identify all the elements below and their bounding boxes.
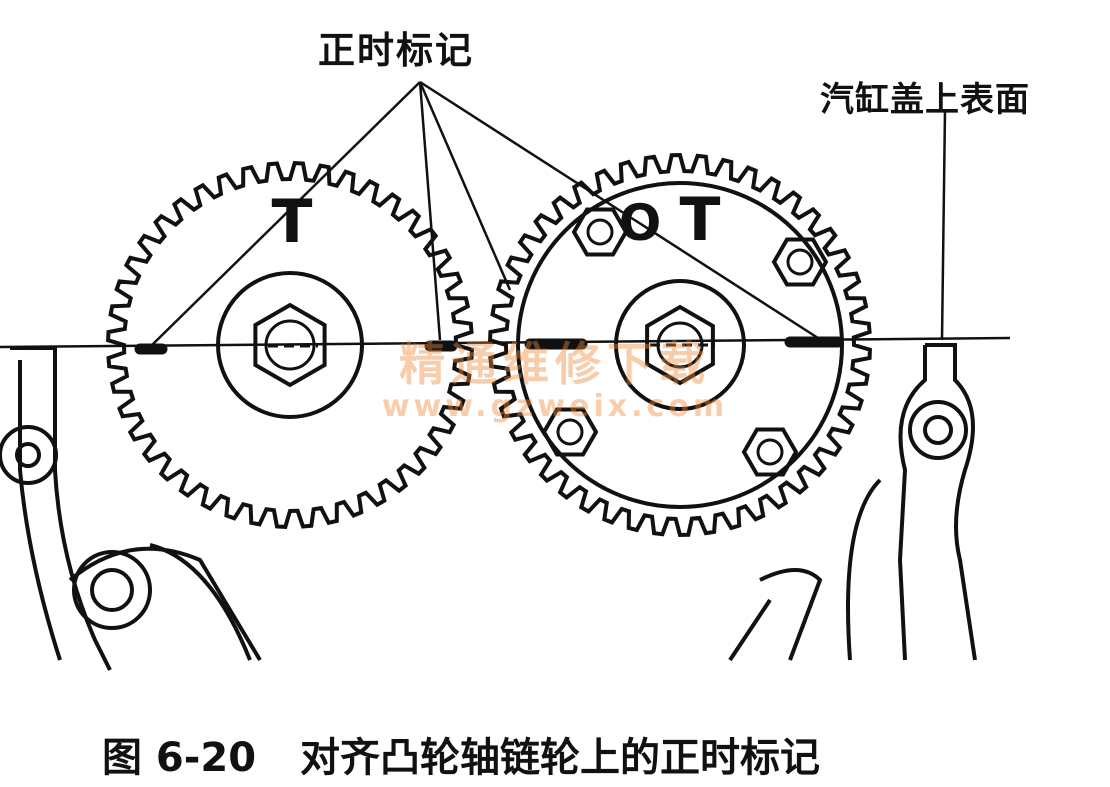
timing-mark-bars (134, 336, 844, 355)
sprocket-bolt-1-center (586, 218, 614, 246)
figure-number: 图 6-20 (102, 735, 257, 781)
figure-caption-text: 对齐凸轮轴链轮上的正时标记 (300, 735, 821, 781)
right-sprocket-bolt (645, 304, 715, 386)
sprocket-bolt-4 (741, 427, 799, 477)
right-sprocket-teeth (488, 152, 872, 538)
timing-mark-leaders (151, 80, 819, 346)
left-sprocket-bolt (253, 302, 327, 388)
sprocket-bolt-3-center (556, 418, 584, 446)
sprocket-bolt-3 (541, 407, 599, 457)
figure-caption: 图 6-20 对齐凸轮轴链轮上的正时标记 (102, 725, 820, 783)
timing-marks-label: 正时标记 (318, 29, 474, 72)
right-sprocket-hub (614, 279, 746, 411)
right-housing (728, 343, 977, 662)
right-bolt-socket (656, 321, 704, 369)
cylinder-head-surface-label: 汽缸盖上表面 (820, 80, 1030, 120)
sprocket-bolt-4-center (756, 438, 784, 466)
sprocket-bolt-1 (571, 207, 629, 257)
head-surface-leader (940, 109, 947, 341)
right-gear-t-mark: T (680, 185, 721, 255)
sprocket-bolt-2 (771, 237, 829, 287)
left-housing (0, 346, 262, 671)
sprocket-bolts (541, 207, 829, 477)
sprocket-bolt-2-center (786, 248, 814, 276)
